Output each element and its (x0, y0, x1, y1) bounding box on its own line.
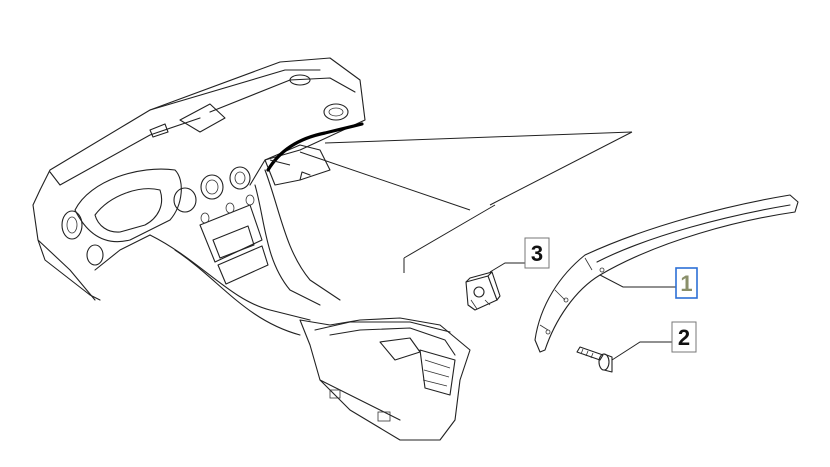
callout-1[interactable]: 1 (675, 267, 698, 299)
projection-lines (269, 131, 633, 273)
callout-2[interactable]: 2 (671, 321, 697, 353)
callout-leaders (489, 262, 676, 361)
dashboard-assembly (32, 57, 471, 441)
trim-strip-part (534, 194, 799, 353)
clip-part (465, 271, 501, 311)
callout-2-box (671, 321, 697, 353)
callout-3-label: 3 (531, 241, 543, 266)
callout-3-box (524, 237, 550, 269)
callout-3[interactable]: 3 (524, 237, 550, 269)
callout-2-label: 2 (678, 325, 690, 350)
callout-1-box (675, 267, 698, 299)
screw-part (576, 346, 613, 373)
callout-1-label: 1 (680, 271, 692, 296)
